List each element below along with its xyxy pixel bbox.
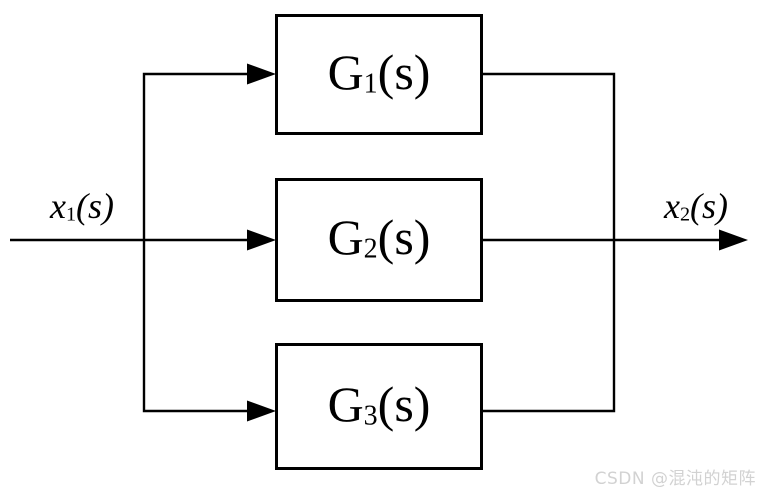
block-g1: G1(s)	[275, 14, 483, 135]
output-signal-base: x	[663, 186, 680, 226]
block-g3-subscript: 3	[363, 400, 378, 432]
wire-output-join	[482, 72, 616, 413]
input-signal-base: x	[49, 186, 66, 226]
block-g3-base: G	[327, 375, 364, 432]
block-g2-subscript: 2	[363, 233, 378, 265]
block-g2-label: G2(s)	[328, 212, 431, 267]
input-signal-label: x1(s)	[32, 188, 132, 225]
arrowhead-into-g3	[247, 400, 276, 422]
block-g1-label: G1(s)	[328, 47, 431, 102]
input-signal-subscript: 1	[65, 203, 77, 226]
block-g1-subscript: 1	[363, 68, 378, 100]
arrowhead-into-g1	[247, 63, 276, 85]
csdn-watermark: CSDN @混沌的矩阵	[594, 469, 756, 489]
block-g1-arg: (s)	[377, 43, 431, 100]
block-g2-arg: (s)	[377, 209, 431, 266]
arrowhead-into-g2	[247, 229, 276, 251]
input-signal-arg: (s)	[76, 186, 115, 226]
arrowhead-output	[719, 229, 748, 251]
output-signal-label: x2(s)	[646, 188, 746, 225]
block-g1-base: G	[327, 43, 364, 100]
block-g3-arg: (s)	[377, 375, 431, 432]
block-g2-base: G	[327, 209, 364, 266]
wire-input-branch	[142, 72, 249, 413]
block-g3-label: G3(s)	[328, 379, 431, 434]
output-signal-subscript: 2	[679, 203, 691, 226]
block-g2: G2(s)	[275, 178, 483, 302]
output-signal-arg: (s)	[690, 186, 729, 226]
block-g3: G3(s)	[275, 343, 483, 470]
